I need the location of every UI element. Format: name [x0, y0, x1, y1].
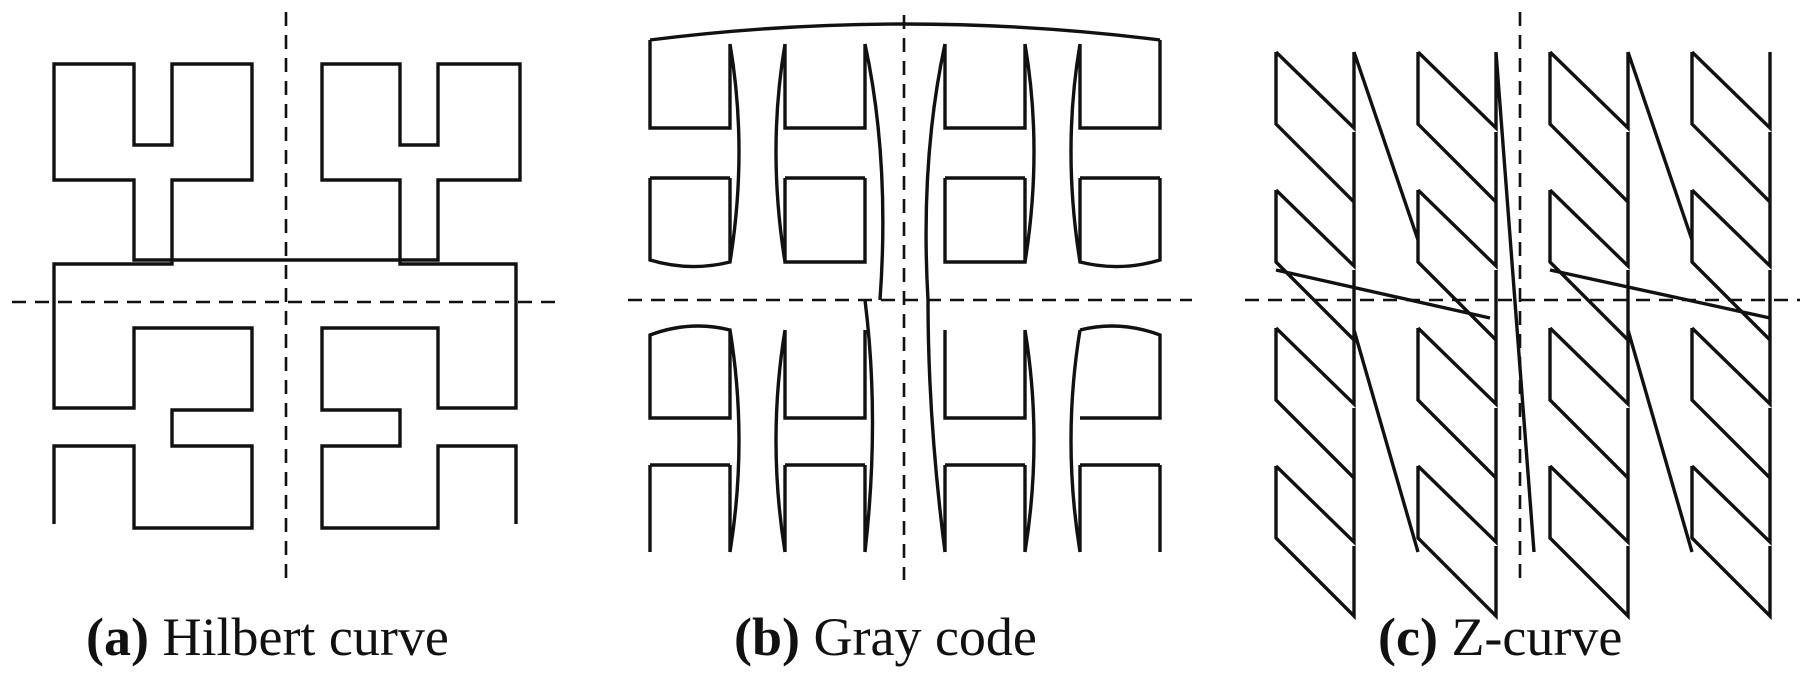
z-curve-panel	[1245, 12, 1800, 621]
caption-tag: (a)	[86, 607, 149, 667]
caption-hilbert: (a) Hilbert curve	[86, 610, 449, 664]
caption-label: Z-curve	[1451, 607, 1623, 667]
gray-code-curve-path	[648, 22, 1162, 553]
hilbert-curve-panel	[12, 12, 560, 580]
caption-label: Hilbert curve	[162, 607, 449, 667]
caption-gray: (b) Gray code	[734, 610, 1037, 664]
gray-code-panel	[628, 15, 1192, 580]
caption-label: Gray code	[813, 607, 1037, 667]
caption-z: (c) Z-curve	[1378, 610, 1622, 664]
caption-tag: (b)	[734, 607, 800, 667]
z-curve-path	[1274, 50, 1772, 621]
hilbert-curve-path	[52, 62, 522, 530]
caption-tag: (c)	[1378, 607, 1438, 667]
